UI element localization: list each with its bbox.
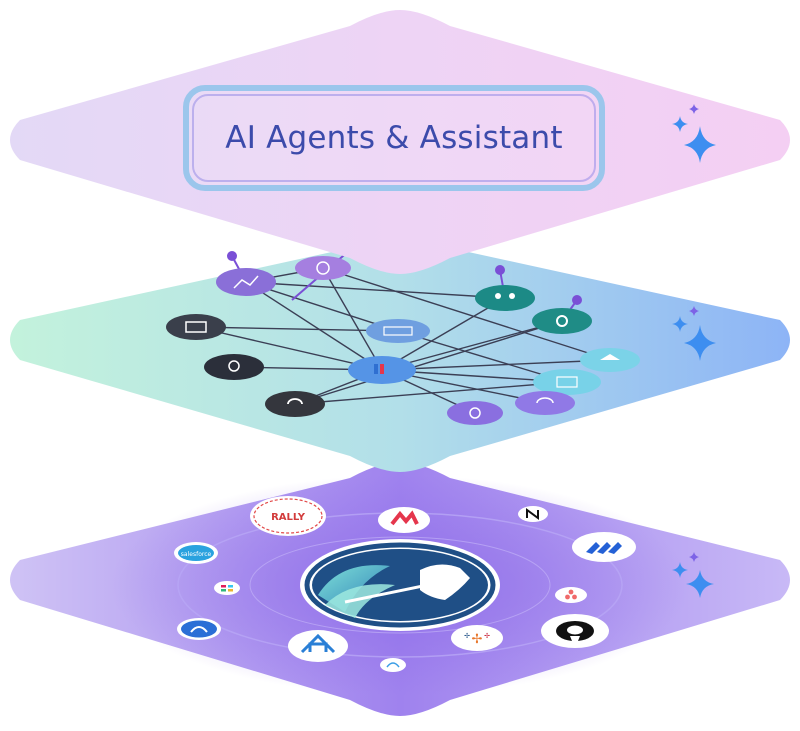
sparkle-icon — [672, 552, 714, 598]
hub-node — [348, 356, 416, 384]
azure-devops-logo — [288, 630, 348, 662]
team-node — [475, 285, 535, 311]
svg-text:✢: ✢ — [484, 632, 490, 640]
network-edges — [195, 267, 611, 414]
pie-node — [580, 348, 640, 372]
monitor-node — [533, 369, 601, 395]
agents-layer — [10, 10, 790, 274]
cloud-node — [366, 319, 430, 343]
notion-logo — [518, 506, 548, 522]
calendar-node — [166, 314, 226, 340]
agents-plate — [10, 10, 790, 274]
snowflake-logo — [380, 658, 406, 672]
svg-text:✢: ✢ — [472, 632, 483, 647]
slack-logo — [214, 581, 240, 595]
svg-text:✢: ✢ — [464, 632, 470, 640]
page-title: AI Agents & Assistant — [225, 120, 563, 156]
network-plate — [10, 232, 790, 472]
asana-logo — [555, 587, 587, 603]
github-logo — [541, 614, 609, 648]
sync-node — [515, 391, 575, 415]
chart-node — [216, 268, 276, 296]
sparkle-icon — [672, 104, 716, 163]
rally-label: RALLY — [271, 512, 306, 523]
confluence-logo — [177, 618, 221, 640]
brain-node — [204, 354, 264, 380]
at-node — [295, 256, 351, 280]
title-box-inner-border — [192, 94, 596, 182]
orbit-ring-inner — [249, 536, 551, 634]
loop-node — [265, 391, 325, 417]
integrations-layer: RALLY salesforce — [10, 462, 790, 716]
salesforce-logo: salesforce — [174, 542, 218, 564]
central-logo — [300, 539, 500, 631]
jira-logo — [572, 532, 636, 562]
refresh-node — [447, 401, 503, 425]
network-layer — [10, 232, 790, 472]
sparkle-icon — [672, 306, 716, 361]
jira-align-logo — [378, 507, 430, 533]
gear-node — [532, 308, 592, 334]
salesforce-label: salesforce — [181, 551, 212, 558]
rally-logo: RALLY — [250, 496, 326, 536]
tableau-logo: ✢ ✢ ✢ — [451, 625, 503, 651]
title-box: AI Agents & Assistant — [183, 85, 605, 191]
